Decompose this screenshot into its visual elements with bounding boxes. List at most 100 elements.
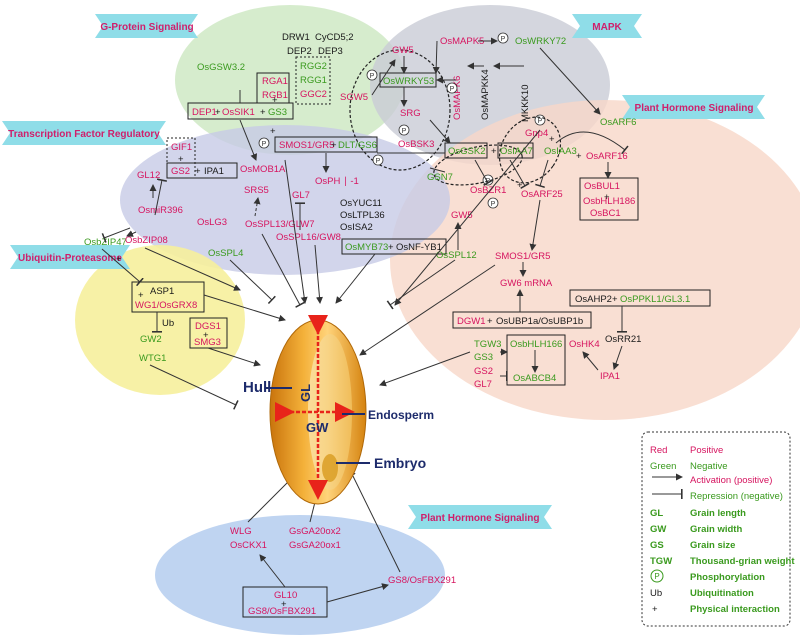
gene-ggc2: GGC2 (300, 89, 327, 100)
gene-osppkl1: OsPPKL1/GL3.1 (620, 294, 690, 305)
gene-srs5: SRS5 (244, 185, 269, 196)
gene-oswrky53: OsWRKY53 (383, 76, 434, 87)
gene-osmapk6: OsMAPK6 (452, 76, 463, 120)
legend-gl: GL (650, 508, 663, 519)
legend-gl-desc: Grain length (690, 508, 746, 519)
plus-gs2: + (195, 166, 201, 177)
gene-drw1: DRW1 (282, 32, 310, 43)
gene-gs2-b: GS2 (474, 366, 493, 377)
legend-red-desc: Positive (690, 445, 723, 456)
box-rgg (295, 56, 331, 105)
banner-mapk-label: MAPK (592, 22, 622, 33)
box-smos-dlt (274, 136, 378, 153)
svg-text:P: P (654, 572, 659, 581)
gene-dgw1: DGW1 (457, 316, 486, 327)
box-osbhlh166 (506, 334, 566, 386)
phospho-4: P (398, 124, 410, 136)
g-protein-region (175, 5, 405, 155)
banner-hormone-bottom-label: Plant Hormone Signaling (421, 513, 540, 524)
gene-osiaa3: OsIAA3 (544, 146, 577, 157)
gene-osspl13: OsSPL13/GLW7 (245, 219, 315, 230)
legend-gw: GW (650, 524, 666, 535)
phospho-6: P (258, 137, 270, 149)
gene-osspl12: OsSPL12 (436, 250, 477, 261)
gene-gs3-b: GS3 (474, 352, 493, 363)
legend-ub: Ub (650, 588, 662, 599)
gene-osspl16: OsSPL16/GW8 (276, 232, 341, 243)
gene-osisa2: OsISA2 (340, 222, 373, 233)
gene-cycd52: CyCD5;2 (315, 32, 354, 43)
gene-ub: Ub (162, 318, 174, 329)
legend-gs-desc: Grain size (690, 540, 735, 551)
svg-text:P: P (491, 201, 496, 208)
gene-gs8fbx291: GS8/OsFBX291 (388, 575, 456, 586)
plus-dgw1: + (487, 316, 493, 327)
gene-sgw5: SGW5 (340, 92, 368, 103)
gene-osabcb4: OsABCB4 (513, 373, 556, 384)
gene-dep1: DEP1 (192, 107, 217, 118)
gene-gl7: GL7 (292, 190, 310, 201)
phospho-3: P (366, 69, 378, 81)
legend-green: Green (650, 461, 676, 472)
gene-osnfyb1: OsNF-YB1 (396, 242, 442, 253)
gene-gw6mrna: GW6 mRNA (500, 278, 553, 289)
oval-gw5-group (349, 49, 451, 171)
phospho-9: P (487, 197, 499, 209)
box-osiaa7 (497, 142, 534, 159)
plus-arf25: + (517, 180, 523, 191)
legend-repression: Repression (negative) (690, 491, 783, 502)
box-gs2-ipa1 (166, 162, 238, 179)
gene-asp1: ASP1 (150, 286, 174, 297)
svg-text:P: P (538, 118, 543, 125)
gene-gsga20ox1: GsGA20ox1 (289, 540, 341, 551)
gene-osbhlh166: OsbHLH166 (510, 339, 562, 350)
gene-osmapkk4: OsMAPKK4 (480, 69, 491, 120)
gene-dltgs6: DLT/GS6 (338, 140, 377, 151)
gene-osmir396: OsmiR396 (138, 205, 183, 216)
plus-bul1: + (604, 192, 610, 203)
label-embryo: Embryo (374, 455, 426, 471)
gene-osgsk2: OsGSK2 (448, 146, 486, 157)
gene-gl7-b: GL7 (474, 379, 492, 390)
phospho-1: P (497, 32, 509, 44)
legend-green-desc: Negative (690, 461, 728, 472)
plus-dep1: + (215, 107, 221, 118)
gene-gl10: GL10 (274, 590, 297, 601)
banner-ubiquitin: Ubiquitin-Proteasome (10, 245, 130, 269)
legend-plus: + (652, 604, 658, 615)
legend-red: Red (650, 445, 667, 456)
legend-tgw-desc: Thousand-grian weight (690, 556, 795, 567)
plus-asp1: + (138, 290, 144, 301)
gene-osbc1: OsBC1 (590, 208, 621, 219)
gene-osbsk3: OsBSK3 (398, 139, 434, 150)
svg-text:P: P (376, 158, 381, 165)
gene-ossik1: OsSIK1 (222, 107, 255, 118)
gene-osspl4: OsSPL4 (208, 248, 243, 259)
box-myb73 (341, 238, 447, 255)
gene-osckx1: OsCKX1 (230, 540, 267, 551)
gene-rgg1: RGG1 (300, 75, 327, 86)
gene-dgs1: DGS1 (195, 321, 221, 332)
plus-gif1: + (178, 154, 184, 165)
legend-phospho-desc: Phosphorylation (690, 572, 765, 583)
gene-osgsw32: OsGSW3.2 (197, 62, 245, 73)
gene-osyuc11: OsYUC11 (340, 198, 382, 209)
plus-bzip: + (116, 254, 122, 265)
banner-mapk: MAPK (572, 14, 642, 38)
gene-osbul1: OsBUL1 (584, 181, 620, 192)
legend-gw-desc: Grain width (690, 524, 742, 535)
gene-oshk4: OsHK4 (569, 339, 600, 350)
gene-ipa1-b: IPA1 (600, 371, 620, 382)
phospho-5: P (372, 154, 384, 166)
gene-osahp2: OsAHP2 (575, 294, 612, 305)
banner-g-protein-label: G-Protein Signaling (100, 22, 193, 33)
svg-text:P: P (501, 36, 506, 43)
oval-gsk2 (433, 144, 523, 186)
phospho-7: P (534, 114, 546, 126)
gene-gw2: GW2 (140, 334, 162, 345)
gene-osarf25: OsARF25 (521, 189, 563, 200)
gene-osmyb73: OsMYB73 (345, 242, 388, 253)
svg-text:P: P (402, 128, 407, 135)
svg-text:P: P (370, 73, 375, 80)
legend-activation: Activation (positive) (690, 475, 772, 486)
